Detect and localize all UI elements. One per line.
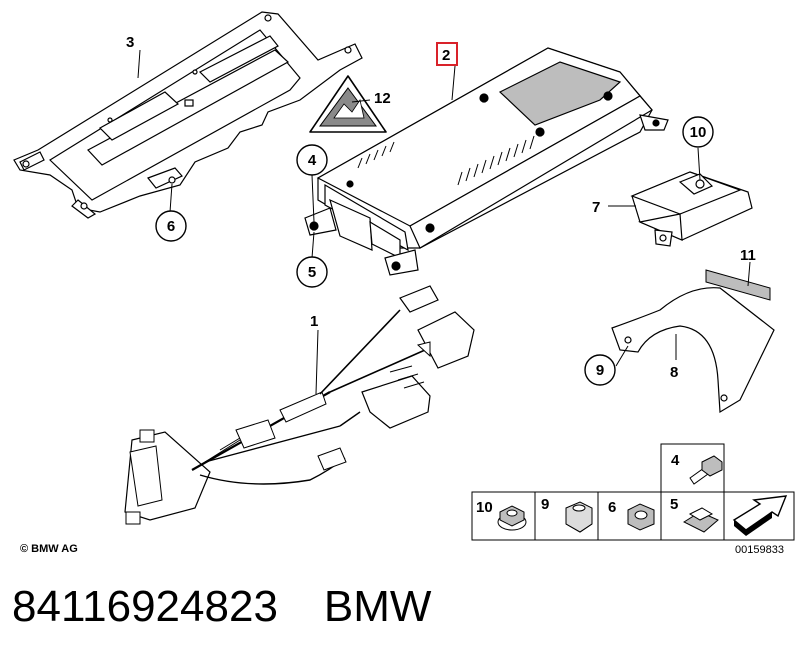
circled-callout-6: 6 (155, 210, 187, 242)
holder-bracket-part-8 (611, 287, 775, 414)
control-module-part-2 (304, 47, 669, 276)
clip-nut-icon (565, 501, 593, 533)
warning-symbol-icon (333, 98, 365, 119)
svg-text:10: 10 (476, 499, 493, 516)
svg-text:4: 4 (671, 452, 680, 469)
circled-callout-9: 9 (584, 354, 616, 386)
navigation-arrow-icon (732, 495, 788, 536)
part-number: 84116924823 (12, 582, 278, 631)
svg-text:4: 4 (308, 152, 317, 169)
bracket-plate-part-3 (13, 11, 363, 219)
legend-cell-5: 5 (670, 496, 719, 533)
callout-3: 3 (126, 34, 134, 51)
legend-cell-10: 10 (476, 499, 527, 531)
speed-clip-icon (682, 507, 719, 533)
callout-1: 1 (310, 313, 318, 330)
svg-text:6: 6 (167, 218, 175, 235)
circled-callout-10: 10 (682, 116, 714, 148)
circled-callout-4: 4 (296, 144, 328, 176)
brand-name: BMW (323, 582, 432, 631)
antenna-unit-part-7 (630, 171, 753, 247)
bolt-icon (689, 455, 723, 485)
callout-7: 7 (592, 199, 600, 216)
flange-nut-icon (497, 505, 527, 531)
warning-label-part-12 (309, 75, 387, 133)
part-number-caption: 84116924823 BMW (12, 582, 431, 632)
copyright-text: © BMW AG (20, 543, 78, 555)
circled-callout-5: 5 (296, 256, 328, 288)
legend-cell-6: 6 (608, 499, 655, 531)
svg-text:10: 10 (690, 124, 707, 141)
svg-text:9: 9 (541, 496, 549, 513)
fastener-legend (471, 443, 795, 541)
legend-cell-4: 4 (671, 452, 723, 485)
wiring-harness-part-1 (124, 285, 475, 525)
callout-11: 11 (740, 247, 756, 264)
callout-8: 8 (670, 364, 678, 381)
svg-text:6: 6 (608, 499, 616, 516)
legend-cell-9: 9 (541, 496, 593, 533)
hex-nut-icon (627, 503, 655, 531)
callout-2-highlighted: 2 (436, 42, 458, 66)
svg-text:9: 9 (596, 362, 604, 379)
svg-text:5: 5 (670, 496, 678, 513)
diagram-number: 00159833 (735, 544, 784, 556)
svg-text:5: 5 (308, 264, 316, 281)
callout-12: 12 (374, 90, 391, 107)
callout-2: 2 (442, 47, 450, 64)
leader-lines (137, 49, 751, 395)
